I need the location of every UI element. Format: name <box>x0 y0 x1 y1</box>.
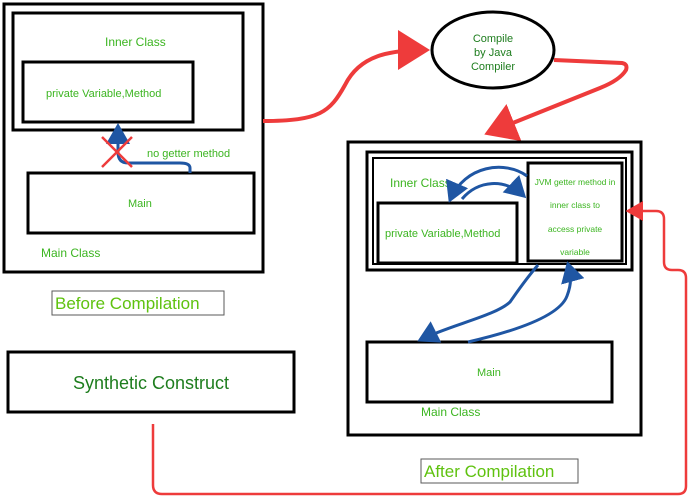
blocked-cross-icon <box>101 136 133 168</box>
getter-method-box <box>526 161 624 263</box>
no-getter-label: no getter method <box>147 148 230 160</box>
main-to-getter-arrow <box>467 261 585 344</box>
getter-line-2: inner class to <box>550 200 600 210</box>
after-private-label: private Variable,Method <box>385 228 500 240</box>
after-caption: After Compilation <box>424 462 554 481</box>
compiler-line-1: Compile <box>473 33 513 45</box>
before-main-class-label: Main Class <box>41 246 100 260</box>
before-main-label: Main <box>128 198 152 210</box>
before-main-box <box>26 171 256 235</box>
getter-to-private-arrow <box>446 165 528 203</box>
after-main-label: Main <box>477 367 501 379</box>
before-to-compiler-arrow <box>262 30 430 123</box>
compiler-line-2: by Java <box>474 47 513 59</box>
getter-line-1: JVM getter method in <box>535 177 616 187</box>
before-caption-box <box>51 290 225 316</box>
before-inner-class-box <box>11 11 245 132</box>
after-main-box <box>365 340 614 404</box>
after-private-box <box>376 201 519 265</box>
synthetic-to-getter-arrow <box>151 201 688 496</box>
compiler-line-3: Compiler <box>471 61 515 73</box>
getter-line-4: variable <box>560 247 590 257</box>
before-main-class-box <box>2 2 265 274</box>
synthetic-construct-label: Synthetic Construct <box>73 373 229 393</box>
after-caption-box <box>420 458 579 484</box>
getter-to-main-arrow <box>417 264 540 343</box>
after-inner-class-label: Inner Class <box>390 176 451 190</box>
before-inner-class-label: Inner Class <box>105 35 166 49</box>
private-to-getter-arrow <box>460 174 527 201</box>
before-caption: Before Compilation <box>55 294 200 313</box>
getter-line-3: access private <box>548 224 603 234</box>
synthetic-construct-box <box>6 350 296 414</box>
before-blocked-arrow <box>106 123 192 173</box>
before-private-label: private Variable,Method <box>46 88 161 100</box>
after-inner-class-outer-box <box>365 150 634 272</box>
after-main-class-box <box>346 140 643 437</box>
before-private-box <box>21 60 195 124</box>
compiler-to-after-arrow <box>484 58 629 142</box>
after-main-class-label: Main Class <box>421 405 480 419</box>
compiler-ellipse <box>430 10 556 90</box>
